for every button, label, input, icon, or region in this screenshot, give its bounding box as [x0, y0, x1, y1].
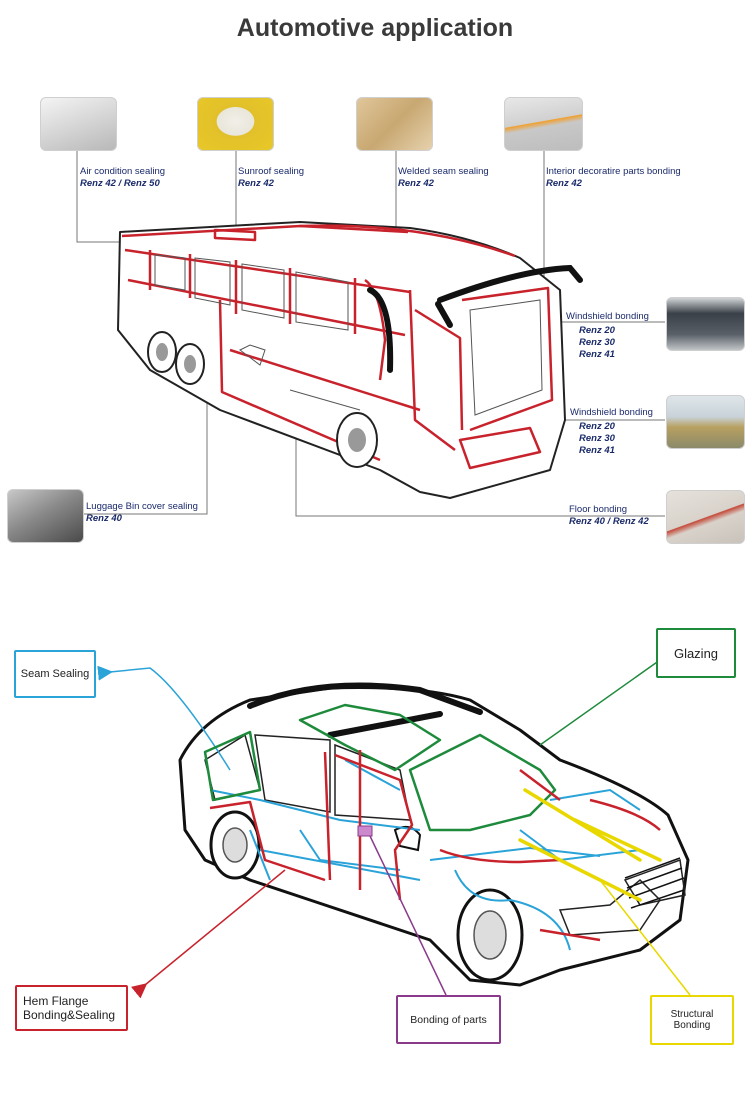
seam-sealing-box: Seam Sealing [14, 650, 96, 698]
hem-flange-box: Hem Flange Bonding&Sealing [15, 985, 128, 1031]
bonding-of-parts-box: Bonding of parts [396, 995, 501, 1044]
glazing-box: Glazing [656, 628, 736, 678]
structural-bonding-box: Structural Bonding [650, 995, 734, 1045]
